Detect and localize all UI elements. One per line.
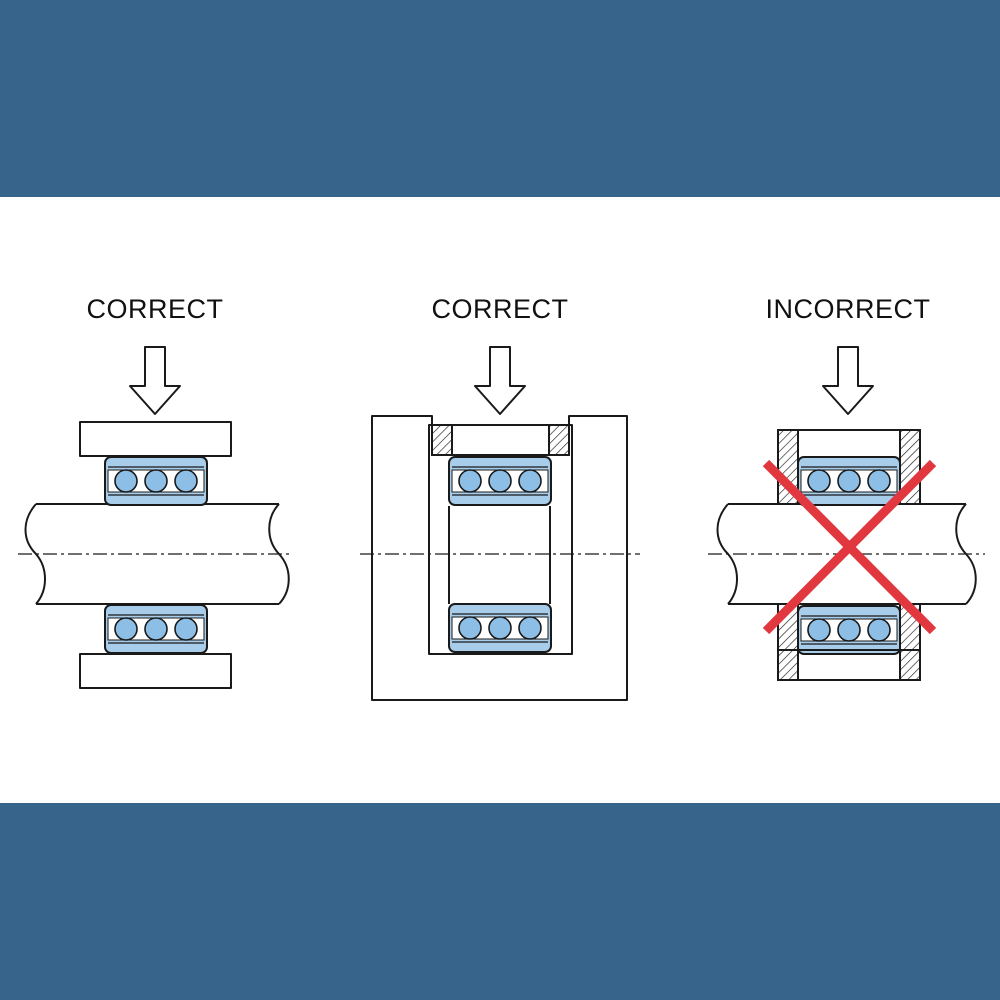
panel-3-label: INCORRECT bbox=[765, 294, 931, 324]
panel-1-label: CORRECT bbox=[86, 294, 224, 324]
bearing-top bbox=[448, 456, 552, 506]
panel-2-label: CORRECT bbox=[431, 294, 569, 324]
sleeve-wall-left bbox=[431, 424, 453, 456]
cross-icon bbox=[762, 459, 937, 635]
bearing-bottom bbox=[797, 605, 901, 655]
bearing-bottom bbox=[104, 604, 208, 654]
panel-2-correct bbox=[360, 346, 640, 701]
panel-3-incorrect bbox=[708, 346, 985, 681]
panel-1-correct bbox=[18, 346, 292, 689]
shaft bbox=[18, 503, 292, 605]
bottom-band bbox=[0, 803, 1000, 1000]
sleeve-top bbox=[777, 429, 921, 461]
bearing-top bbox=[797, 456, 901, 506]
down-arrow-icon bbox=[129, 346, 181, 415]
down-arrow-icon bbox=[474, 346, 526, 415]
support-bottom bbox=[79, 653, 232, 689]
top-band bbox=[0, 0, 1000, 197]
sleeve-wall-right bbox=[548, 424, 570, 456]
bearing-top bbox=[104, 456, 208, 506]
down-arrow-icon bbox=[822, 346, 874, 415]
press-tool-top bbox=[79, 421, 232, 457]
bearing-bottom bbox=[448, 603, 552, 653]
